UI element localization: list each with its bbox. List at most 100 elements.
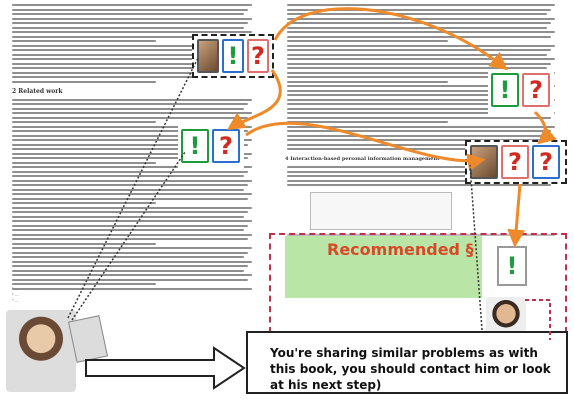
- text-line: [287, 134, 547, 137]
- question-icon: ?: [522, 73, 550, 107]
- text-line: [287, 62, 551, 65]
- text-line: [287, 8, 551, 11]
- text-line: [12, 274, 252, 276]
- exclamation-icon: !: [181, 129, 209, 163]
- footnote-3: ³ ...: [12, 298, 19, 303]
- text-line: [287, 98, 555, 101]
- text-line: [287, 179, 555, 182]
- text-line: [287, 49, 551, 51]
- text-line: [12, 40, 156, 42]
- text-line: [287, 85, 555, 87]
- card-group-top-left[interactable]: ! ?: [192, 34, 274, 78]
- big-arrow: [85, 346, 246, 390]
- recommendation-message: You're sharing similar problems as with …: [246, 331, 568, 394]
- footnote-2: ² ...: [12, 292, 19, 297]
- text-line: [12, 242, 156, 245]
- text-line: [12, 161, 156, 164]
- question-icon: ?: [212, 129, 240, 163]
- text-line: [12, 121, 156, 123]
- text-line: [12, 31, 252, 33]
- text-line: [12, 206, 252, 209]
- text-line: [12, 265, 248, 267]
- text-line: [12, 112, 252, 114]
- text-line: [12, 103, 248, 105]
- text-line: [287, 80, 448, 83]
- text-line: [287, 94, 547, 96]
- text-line: [287, 103, 551, 105]
- section-heading-interaction: 4 Interaction-based personal information…: [285, 156, 440, 162]
- text-line: [12, 49, 248, 51]
- card-group-left-middle[interactable]: ! ?: [178, 126, 244, 170]
- text-line: [12, 53, 244, 56]
- text-line: [12, 22, 248, 24]
- exclamation-icon: !: [222, 39, 244, 73]
- text-line: [12, 35, 248, 38]
- text-line: [287, 89, 551, 92]
- text-line: [12, 256, 244, 258]
- text-line: [12, 44, 252, 47]
- text-line: [12, 283, 156, 285]
- text-line: [12, 233, 252, 236]
- card-group-right-top[interactable]: ! ?: [488, 70, 554, 114]
- thumbnail-photo: [197, 39, 219, 73]
- text-line: [12, 278, 248, 281]
- text-line: [12, 107, 244, 110]
- question-icon: ?: [501, 145, 529, 179]
- text-line: [12, 197, 248, 200]
- text-line: [12, 287, 252, 290]
- text-line: [287, 44, 555, 47]
- text-line: [287, 130, 551, 132]
- text-line: [287, 112, 555, 114]
- text-line: [12, 8, 248, 11]
- text-line: [287, 116, 551, 119]
- exclamation-icon: !: [491, 73, 519, 107]
- text-line: [287, 76, 551, 78]
- text-line: [287, 40, 448, 42]
- text-line: [12, 238, 248, 240]
- figure-diagram: [310, 192, 452, 230]
- text-line: [287, 53, 547, 56]
- text-line: [287, 31, 555, 33]
- question-icon: ?: [532, 145, 560, 179]
- text-line: [12, 260, 252, 263]
- section-heading-related-work: 2 Related work: [12, 88, 63, 95]
- text-line: [12, 229, 244, 231]
- text-line: [12, 188, 244, 191]
- text-line: [12, 202, 156, 204]
- card-group-right-middle[interactable]: ? ?: [465, 140, 567, 184]
- text-line: [287, 26, 547, 29]
- text-line: [287, 17, 555, 20]
- text-line: [12, 179, 252, 182]
- footnote-1: ¹ ...: [12, 286, 19, 291]
- text-line: [287, 125, 555, 128]
- recommended-label: Recommended §: [327, 240, 474, 259]
- text-line: [12, 116, 248, 119]
- recommended-highlight: [285, 236, 482, 298]
- text-line: [12, 175, 244, 177]
- text-line: [12, 251, 248, 254]
- text-line: [287, 170, 551, 173]
- text-line: [12, 17, 252, 20]
- text-line: [287, 166, 555, 168]
- text-line: [12, 4, 252, 6]
- text-line: [12, 13, 244, 15]
- text-line: [287, 13, 547, 15]
- text-line: [287, 121, 448, 123]
- text-line: [12, 220, 252, 222]
- text-line: [287, 67, 547, 69]
- exclamation-icon: !: [497, 246, 527, 286]
- text-line: [287, 35, 551, 38]
- text-line: [287, 71, 555, 74]
- text-line: [287, 4, 555, 6]
- text-line: [12, 269, 244, 272]
- thumbnail-photo: [470, 145, 498, 179]
- text-line: [287, 58, 555, 60]
- question-icon: ?: [247, 39, 269, 73]
- text-line: [12, 224, 248, 227]
- reader-photo: [6, 310, 76, 392]
- text-line: [12, 193, 252, 195]
- text-line: [12, 211, 248, 213]
- text-line: [287, 22, 551, 24]
- text-line: [12, 247, 252, 249]
- text-line: [287, 107, 547, 110]
